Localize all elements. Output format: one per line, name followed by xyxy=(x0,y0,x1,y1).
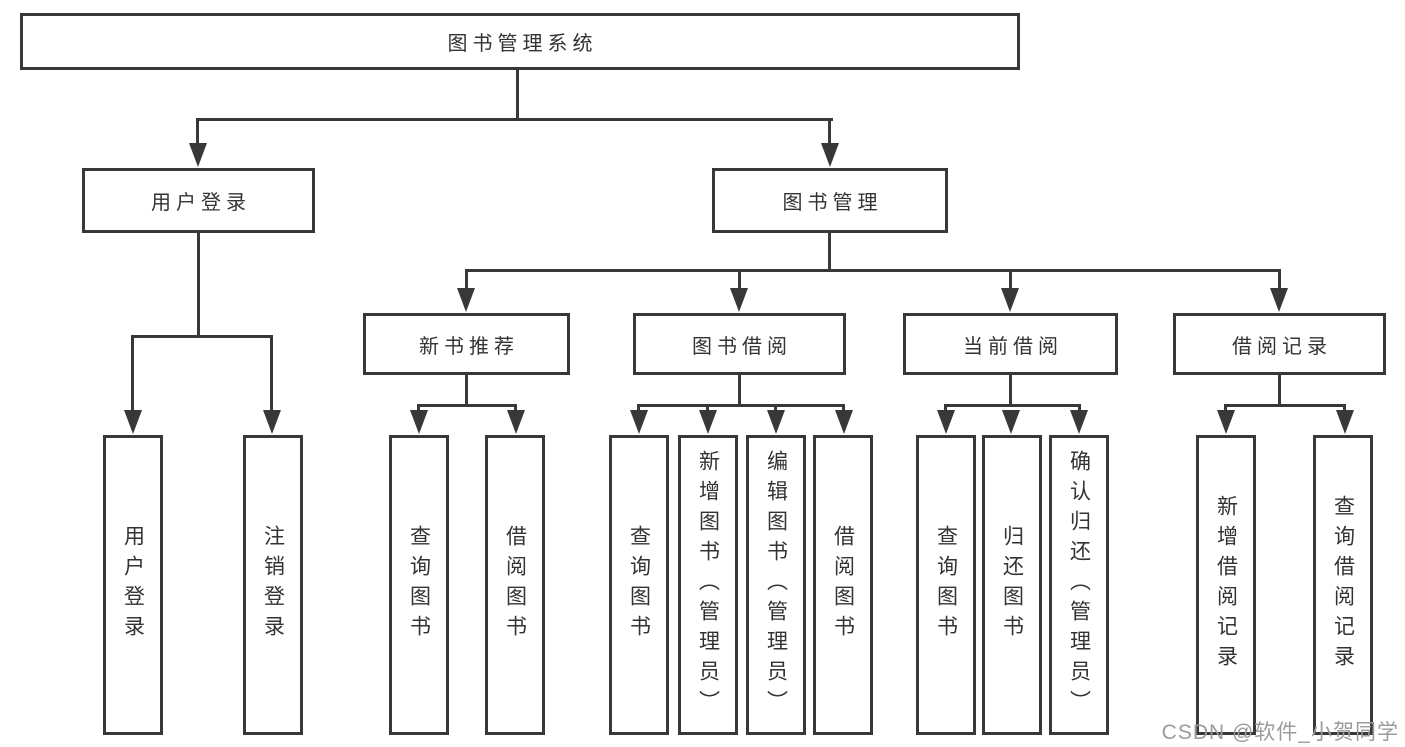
leaf-node-return-books: 归还图书 xyxy=(982,435,1042,735)
leaf-node-user-login: 用户登录 xyxy=(103,435,163,735)
leaf-node-add-borrow-record: 新增借阅记录 xyxy=(1196,435,1256,735)
leaf-node-borrow-books: 借阅图书 xyxy=(485,435,545,735)
arrowhead-down-icon xyxy=(1336,410,1354,434)
leaf-node-logout: 注销登录 xyxy=(243,435,303,735)
connector-line xyxy=(1343,404,1346,413)
csdn-watermark: CSDN @软件_小贺同学 xyxy=(1161,721,1399,744)
connector-line xyxy=(1009,269,1012,289)
arrowhead-down-icon xyxy=(630,410,648,434)
connector-line xyxy=(842,404,845,413)
arrowhead-down-icon xyxy=(937,410,955,434)
connector-line xyxy=(131,335,134,411)
leaf-node-query-books: 查询图书 xyxy=(916,435,976,735)
node-book-borrow: 图书借阅 xyxy=(633,313,846,375)
connector-line xyxy=(465,269,468,289)
leaf-node-borrow-books: 借阅图书 xyxy=(813,435,873,735)
arrowhead-down-icon xyxy=(699,410,717,434)
arrowhead-down-icon xyxy=(730,288,748,312)
node-borrow-records: 借阅记录 xyxy=(1173,313,1386,375)
leaf-node-confirm-return-admin: 确认归还（管理员） xyxy=(1049,435,1109,735)
leaf-node-edit-books-admin: 编辑图书（管理员） xyxy=(746,435,806,735)
connector-line xyxy=(1224,404,1227,413)
connector-line xyxy=(828,118,831,146)
connector-line xyxy=(828,233,831,272)
connector-line xyxy=(196,118,833,121)
arrowhead-down-icon xyxy=(1270,288,1288,312)
arrowhead-down-icon xyxy=(1070,410,1088,434)
connector-line xyxy=(197,232,200,337)
leaf-node-add-books-admin: 新增图书（管理员） xyxy=(678,435,738,735)
connector-line xyxy=(637,404,640,413)
arrowhead-down-icon xyxy=(124,410,142,434)
connector-line xyxy=(516,70,519,118)
connector-line xyxy=(196,118,199,146)
connector-line xyxy=(1278,269,1281,289)
connector-line xyxy=(1224,404,1346,407)
node-user-login: 用户登录 xyxy=(82,168,315,233)
arrowhead-down-icon xyxy=(1001,288,1019,312)
leaf-node-query-books: 查询图书 xyxy=(609,435,669,735)
connector-line xyxy=(417,404,420,413)
arrowhead-down-icon xyxy=(410,410,428,434)
connector-line xyxy=(1078,404,1081,413)
arrowhead-down-icon xyxy=(835,410,853,434)
connector-line xyxy=(738,375,741,406)
connector-line xyxy=(514,404,517,413)
arrowhead-down-icon xyxy=(457,288,475,312)
arrowhead-down-icon xyxy=(821,143,839,167)
node-new-book-recommend: 新书推荐 xyxy=(363,313,570,375)
connector-line xyxy=(944,404,1081,407)
arrowhead-down-icon xyxy=(507,410,525,434)
connector-line xyxy=(706,404,709,413)
leaf-node-query-borrow-record: 查询借阅记录 xyxy=(1313,435,1373,735)
connector-line xyxy=(131,335,273,338)
connector-line xyxy=(417,404,517,407)
arrowhead-down-icon xyxy=(263,410,281,434)
arrowhead-down-icon xyxy=(767,410,785,434)
connector-line xyxy=(738,269,741,289)
leaf-node-query-books: 查询图书 xyxy=(389,435,449,735)
connector-line xyxy=(465,375,468,406)
connector-line xyxy=(1009,375,1012,406)
connector-line xyxy=(465,269,1281,272)
connector-line xyxy=(270,335,273,411)
node-book-management: 图书管理 xyxy=(712,168,948,233)
connector-line xyxy=(774,404,777,413)
connector-line xyxy=(944,404,947,413)
connector-line xyxy=(637,404,845,407)
arrowhead-down-icon xyxy=(189,143,207,167)
arrowhead-down-icon xyxy=(1002,410,1020,434)
connector-line xyxy=(1278,375,1281,406)
arrowhead-down-icon xyxy=(1217,410,1235,434)
node-library-system: 图书管理系统 xyxy=(20,13,1020,70)
node-current-borrow: 当前借阅 xyxy=(903,313,1118,375)
